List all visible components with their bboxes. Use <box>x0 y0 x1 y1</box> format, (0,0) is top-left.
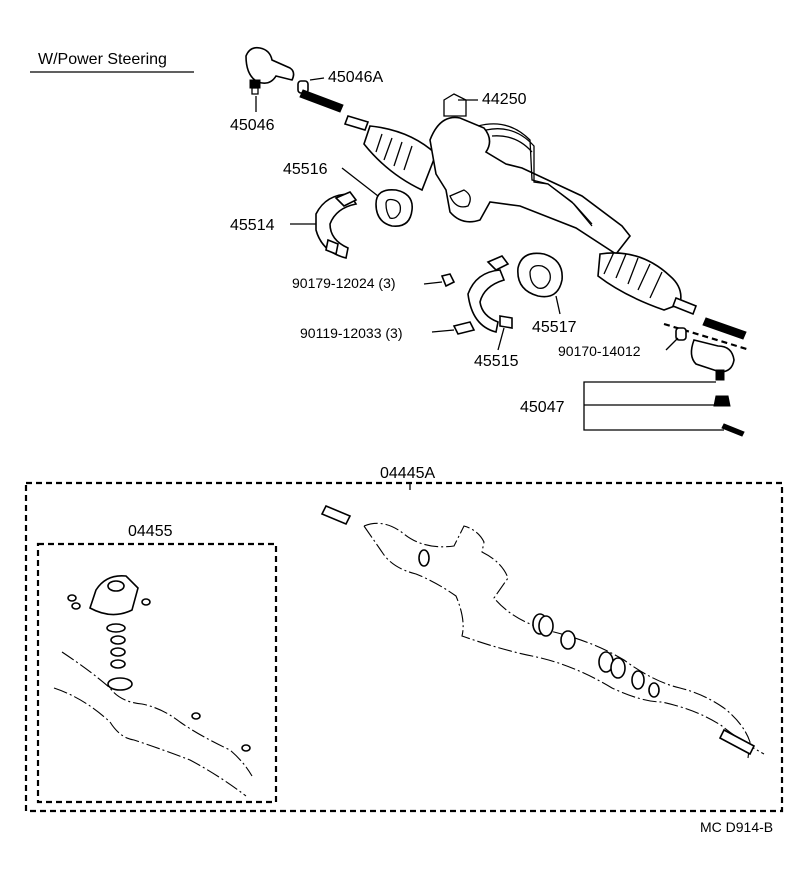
castle-nut <box>713 395 731 407</box>
rack-housing <box>429 93 632 256</box>
boot-right <box>597 251 682 311</box>
label-45516: 45516 <box>283 161 328 178</box>
kit-box-04455 <box>36 542 278 804</box>
label-04445A: 04445A <box>380 465 435 482</box>
diagram-code: MC D914-B <box>700 819 773 835</box>
label-04455: 04455 <box>128 523 173 540</box>
inner-rod-right <box>671 296 698 316</box>
label-90179: 90179-12024 (3) <box>292 275 396 291</box>
label-45517: 45517 <box>532 319 577 336</box>
rack-kit-outline <box>320 504 765 759</box>
leader-45047 <box>583 381 724 431</box>
label-44250: 44250 <box>482 91 527 108</box>
tie-rod-end-left <box>245 46 295 95</box>
cotter-pin <box>721 423 745 437</box>
lock-nut-right <box>675 327 687 341</box>
inner-rod-left <box>343 115 370 131</box>
grommet-45517 <box>517 252 563 298</box>
bracket-45514 <box>315 191 358 259</box>
bracket-45515 <box>467 255 513 333</box>
threaded-rod-left <box>299 89 344 113</box>
bolt-90179 <box>440 273 456 288</box>
label-90119: 90119-12033 (3) <box>300 325 402 341</box>
kit-box-04445A <box>24 481 784 813</box>
label-45515: 45515 <box>474 353 519 370</box>
label-45047: 45047 <box>520 399 565 416</box>
tie-rod-end-right <box>690 339 735 381</box>
threaded-rod-right <box>702 317 747 340</box>
bolt-90119 <box>452 321 476 335</box>
label-90170: 90170-14012 <box>558 343 641 359</box>
label-45046A: 45046A <box>328 69 383 86</box>
diagram-title: W/Power Steering <box>38 51 167 68</box>
boot-left <box>363 125 437 192</box>
label-45514: 45514 <box>230 217 275 234</box>
label-45046: 45046 <box>230 117 275 134</box>
seal-kit-outline <box>53 574 253 797</box>
grommet-45516 <box>375 188 413 227</box>
